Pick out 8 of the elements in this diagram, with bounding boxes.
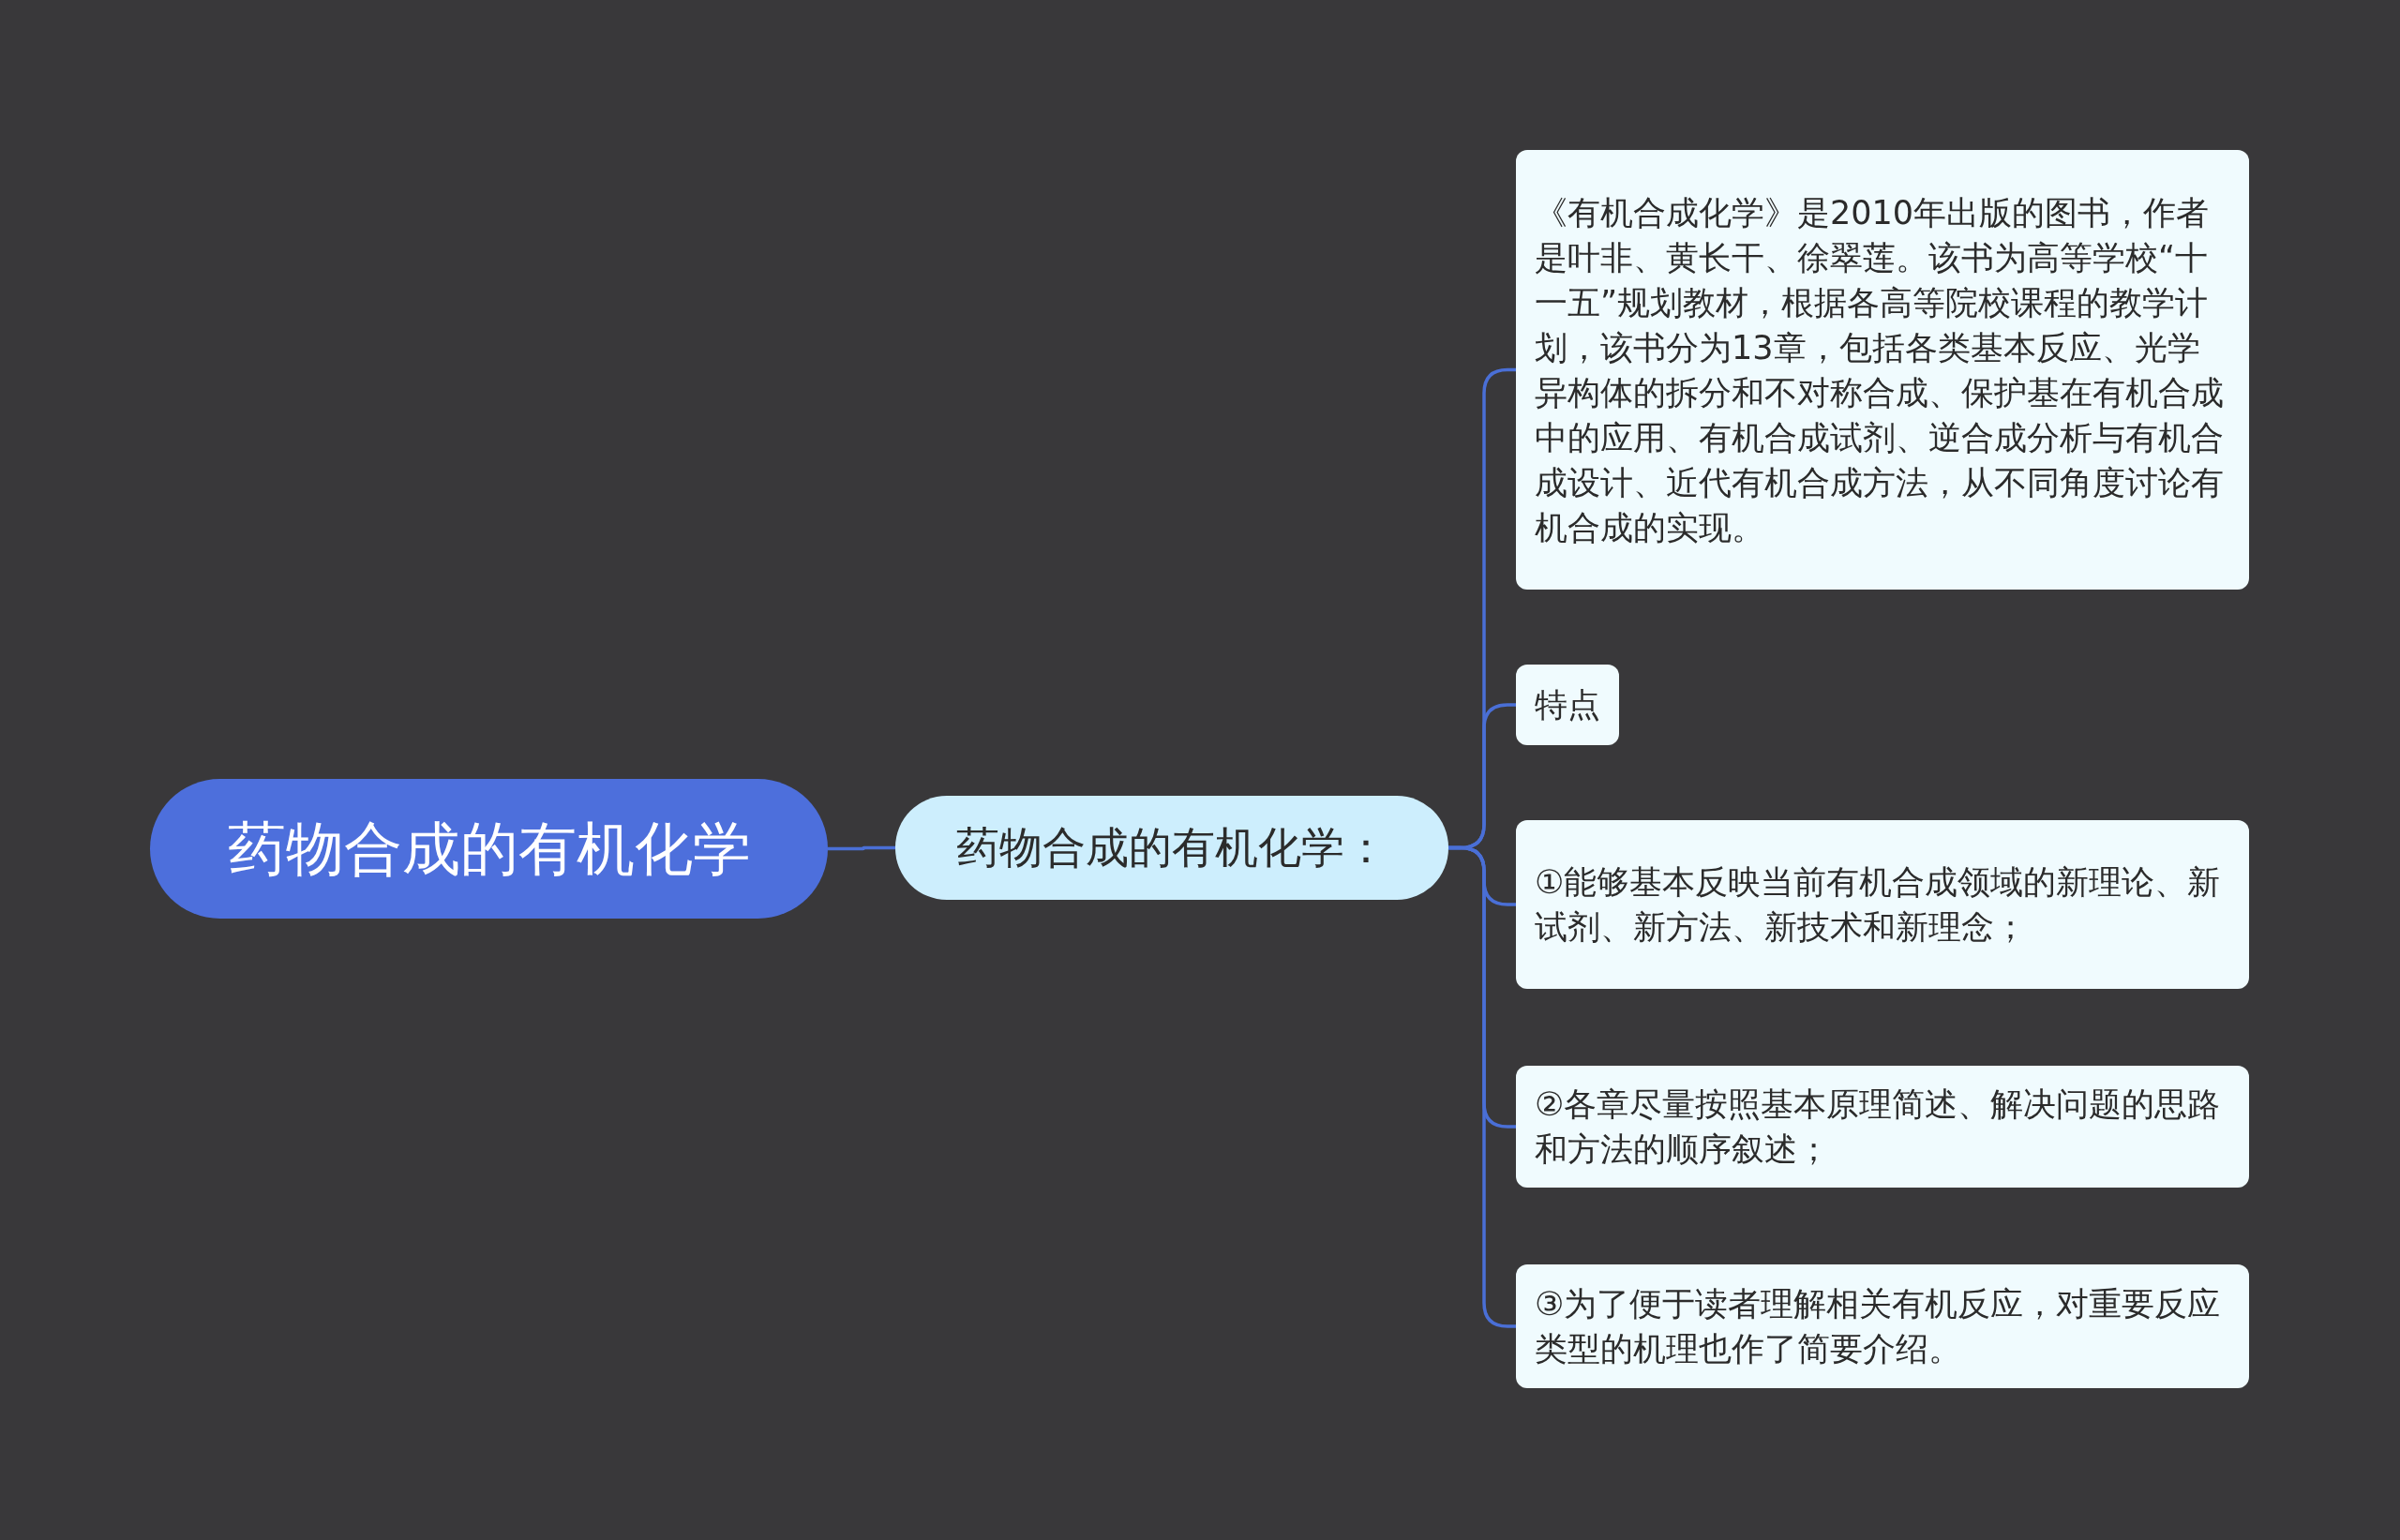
subtopic-box: ②各章尽量按照基本原理简述、解决问题的思路和方法的顺序叙述； bbox=[1516, 1066, 2249, 1188]
connector-line bbox=[828, 845, 895, 851]
subtopic-box: ③为了便于读者理解相关有机反应，对重要反应类型的机理也作了简要介绍。 bbox=[1516, 1264, 2249, 1388]
subtopic-box: 特点 bbox=[1516, 665, 1619, 745]
central-topic: 药物合成的有机化学 bbox=[150, 779, 828, 919]
topic-box: 药物合成的有机化学： bbox=[895, 796, 1448, 900]
subtopic-box: ①能够基本反映当前有机合成领域的新理论、新试剂、新方法、新技术和新理念； bbox=[1516, 820, 2249, 989]
subtopic-box: 《有机合成化学》是2010年出版的图书，作者是叶非、黄长干、徐翠莲。该书为高等学校“十一五”规划教材，根据各高等院校课程的教学计划，该书分为13章，包括各类基本反应、光学异构体的拆分和不对称合成、保护基在有机合成中的应用、有机合成试剂、逆合成分析与有机合成设计、近代有机合成方法，从不同角度讨论有机合成的实现。 bbox=[1516, 150, 2249, 590]
